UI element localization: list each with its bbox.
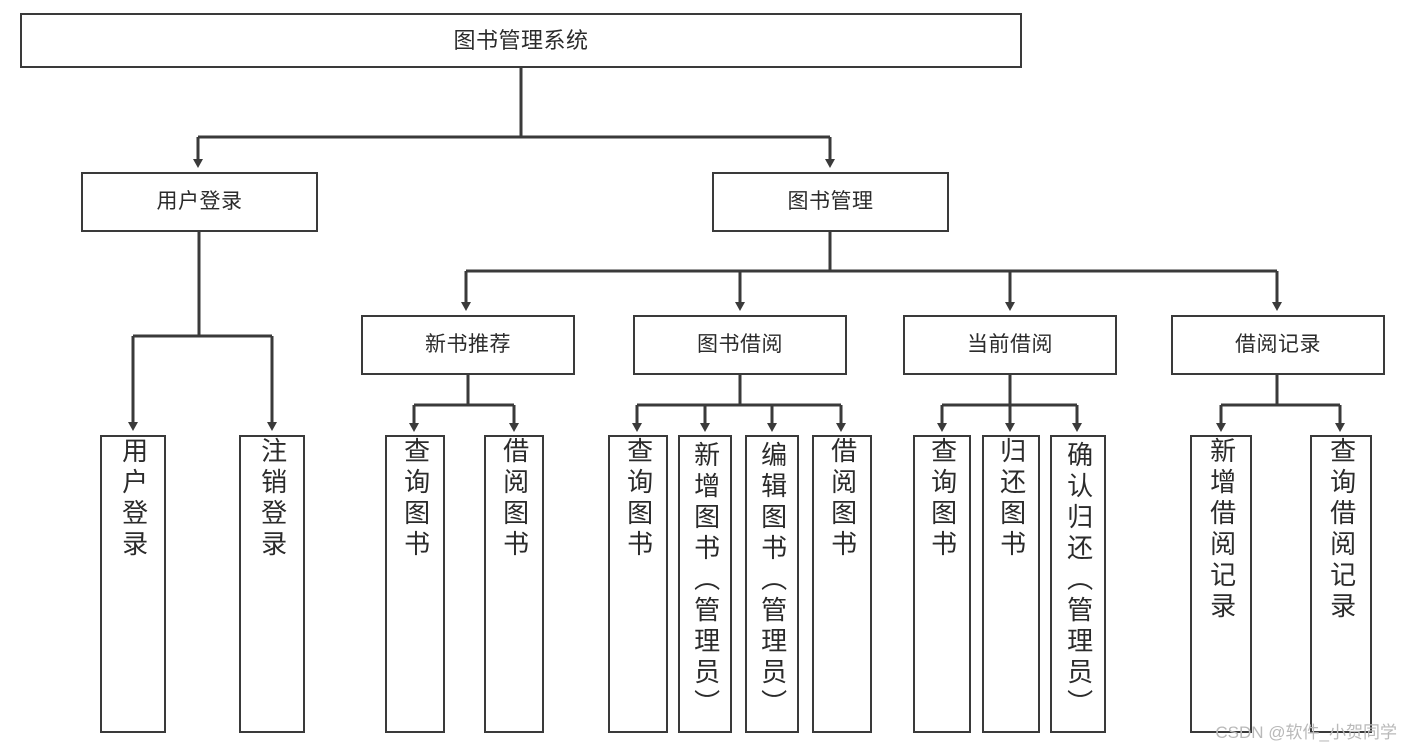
node-leaf-query-book-3-label: 查询图书 — [927, 437, 958, 561]
node-leaf-edit-book-label: 编辑图书（管理员） — [757, 441, 788, 720]
node-current-borrow-label: 当前借阅 — [967, 332, 1053, 356]
node-leaf-query-book-1[interactable]: 查询图书 — [385, 435, 445, 733]
node-leaf-borrow-book-2-label: 借阅图书 — [827, 437, 858, 561]
node-leaf-query-book-2[interactable]: 查询图书 — [608, 435, 668, 733]
node-book-borrow-label: 图书借阅 — [697, 332, 783, 356]
node-user-login-label: 用户登录 — [156, 189, 243, 213]
node-borrow-record-label: 借阅记录 — [1235, 332, 1321, 356]
node-leaf-query-book-3[interactable]: 查询图书 — [913, 435, 971, 733]
node-leaf-return-book-label: 归还图书 — [996, 437, 1027, 561]
node-leaf-logout[interactable]: 注销登录 — [239, 435, 305, 733]
node-leaf-query-book-2-label: 查询图书 — [623, 437, 654, 561]
node-book-manage-label: 图书管理 — [787, 189, 874, 213]
node-new-book-recommend[interactable]: 新书推荐 — [361, 315, 575, 375]
node-leaf-add-book[interactable]: 新增图书（管理员） — [678, 435, 732, 733]
node-leaf-borrow-book-1[interactable]: 借阅图书 — [484, 435, 544, 733]
node-leaf-add-record[interactable]: 新增借阅记录 — [1190, 435, 1252, 733]
node-leaf-logout-label: 注销登录 — [257, 437, 288, 561]
node-borrow-record[interactable]: 借阅记录 — [1171, 315, 1385, 375]
node-leaf-add-book-label: 新增图书（管理员） — [690, 441, 721, 720]
node-leaf-user-login-label: 用户登录 — [118, 437, 149, 561]
node-leaf-confirm-return[interactable]: 确认归还（管理员） — [1050, 435, 1106, 733]
node-book-borrow[interactable]: 图书借阅 — [633, 315, 847, 375]
node-leaf-confirm-return-label: 确认归还（管理员） — [1063, 441, 1094, 720]
node-root-system[interactable]: 图书管理系统 — [20, 13, 1022, 68]
node-leaf-query-record-label: 查询借阅记录 — [1326, 437, 1357, 623]
node-leaf-query-book-1-label: 查询图书 — [400, 437, 431, 561]
node-leaf-add-record-label: 新增借阅记录 — [1206, 437, 1237, 623]
node-leaf-borrow-book-2[interactable]: 借阅图书 — [812, 435, 872, 733]
node-leaf-query-record[interactable]: 查询借阅记录 — [1310, 435, 1372, 733]
node-leaf-edit-book[interactable]: 编辑图书（管理员） — [745, 435, 799, 733]
node-leaf-return-book[interactable]: 归还图书 — [982, 435, 1040, 733]
watermark-text: CSDN @软件_小贺同学 — [1215, 723, 1397, 742]
node-root-system-label: 图书管理系统 — [453, 27, 589, 53]
node-leaf-borrow-book-1-label: 借阅图书 — [499, 437, 530, 561]
node-book-manage[interactable]: 图书管理 — [712, 172, 949, 232]
node-leaf-user-login[interactable]: 用户登录 — [100, 435, 166, 733]
node-user-login[interactable]: 用户登录 — [81, 172, 318, 232]
node-new-book-recommend-label: 新书推荐 — [425, 332, 511, 356]
node-current-borrow[interactable]: 当前借阅 — [903, 315, 1117, 375]
